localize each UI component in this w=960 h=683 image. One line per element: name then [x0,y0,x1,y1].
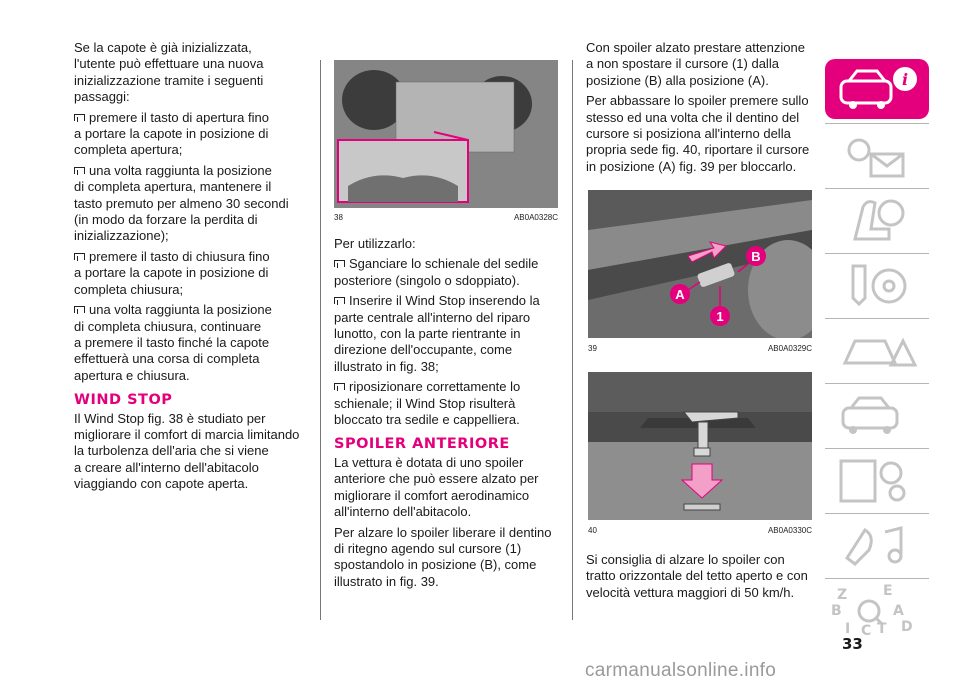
figure-label-a: A [675,287,685,302]
svg-text:C: C [861,623,871,639]
svg-text:Z: Z [837,587,847,603]
column-left: Se la capote è già inizializzata, l'uten… [74,40,314,497]
tab-warning-lights[interactable] [825,123,929,188]
watermark: carmanualsonline.info [585,660,777,681]
bullet-item: una volta raggiunta la posizione di comp… [74,162,289,244]
chapter-tabs: i [825,59,929,643]
tab-car-info[interactable]: i [825,59,929,119]
svg-text:E: E [883,583,893,599]
figure-label-1: 1 [716,309,723,324]
paragraph-3: Si consiglia di alzare lo spoiler con tr… [586,552,808,600]
ignition-steering-icon [851,264,907,307]
bullet-item: premere il tasto di apertura fino a port… [74,109,269,158]
bullet-item: una volta raggiunta la posizione di comp… [74,302,272,383]
paragraph-2: Per abbassare lo spoiler premere sullo s… [586,93,810,174]
figure-40-image [588,372,812,520]
bullet-icon [74,306,85,315]
section-heading-spoiler: SPOILER ANTERIORE [334,436,510,453]
bullet-icon [334,260,345,269]
spoiler-paragraph-2: Per alzare lo spoiler liberare il dentin… [334,524,552,589]
bullet-icon [334,383,345,392]
bullet-item: Sganciare lo schienale del sedile poster… [334,256,539,288]
svg-text:T: T [877,621,887,637]
column-divider [572,60,573,620]
column-right: Con spoiler alzato prestare attenzione a… [586,40,821,179]
bullet-icon [74,252,85,261]
paragraph-1: Con spoiler alzato prestare attenzione a… [586,40,805,88]
svg-text:I: I [845,621,850,637]
column-divider [320,60,321,620]
intro-paragraph: Se la capote è già inizializzata, l'uten… [74,40,264,105]
page-number: 33 [842,635,863,653]
svg-text:D: D [901,619,913,635]
section-heading-wind-stop: WIND STOP [74,392,173,409]
car-service-icon [841,396,899,434]
bullet-item: riposizionare correttamente lo schienale… [334,379,521,428]
lead-text: Per utilizzarlo: [334,236,416,251]
tab-multimedia[interactable] [825,513,929,578]
svg-text:A: A [893,603,904,619]
bullet-item: premere il tasto di chiusura fino a port… [74,248,270,297]
accident-road-icon [842,337,918,367]
car-info-icon: i [839,67,917,109]
column-middle: Per utilizzarlo: Sganciare lo schienale … [334,236,566,594]
tab-technical-data[interactable] [825,448,929,513]
tab-starting-driving[interactable] [825,253,929,318]
bullet-icon [74,113,85,122]
airbag-seat-icon [853,199,905,241]
tab-safety[interactable] [825,188,929,253]
figure-label-b: B [751,249,760,264]
tab-maintenance[interactable] [825,383,929,448]
bullet-item: Inserire il Wind Stop inserendo la parte… [334,293,540,374]
warning-lights-icon [847,138,905,178]
tab-emergency[interactable] [825,318,929,383]
spoiler-paragraph-1: La vettura è dotata di uno spoiler anter… [334,454,539,520]
column-right-bottom: Si consiglia di alzare lo spoiler con tr… [586,552,821,605]
figure-39-image: A B 1 [588,190,812,338]
svg-text:B: B [831,603,842,619]
svg-text:i: i [902,70,908,89]
bullet-icon [74,166,85,175]
figure-38-image [334,60,558,208]
multimedia-icon [844,526,903,566]
specs-gears-icon [839,459,906,503]
wind-stop-paragraph: Il Wind Stop fig. 38 è studiato per migl… [74,410,300,492]
bullet-icon [334,297,345,306]
